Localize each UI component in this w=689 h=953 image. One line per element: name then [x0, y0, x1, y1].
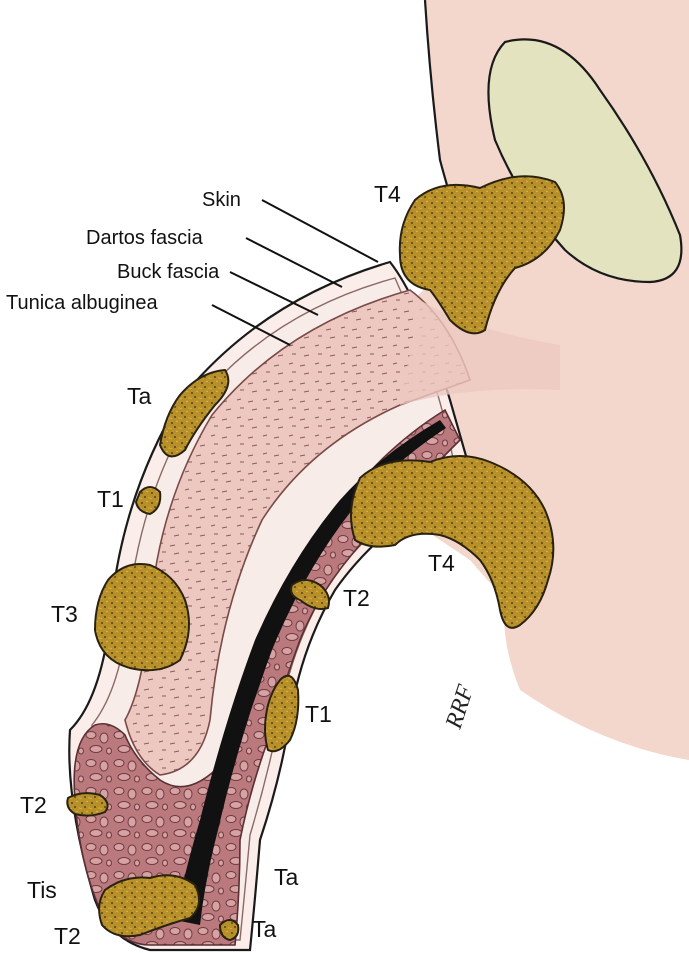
skin-leader — [261, 199, 379, 263]
tumor-t1-lower — [264, 674, 300, 753]
tumor-tip — [98, 874, 200, 938]
pubic-bone — [487, 38, 683, 284]
label-t2-glans: T2 — [20, 792, 47, 818]
buck-leader — [229, 271, 319, 316]
label-tis: Tis — [27, 877, 57, 903]
corpus-cavernosum — [124, 289, 472, 776]
dartos-leader — [245, 237, 343, 288]
tumor-t3 — [93, 563, 190, 672]
label-t2-tip: T2 — [54, 923, 81, 949]
label-ta-upper: Ta — [127, 383, 152, 409]
tunica-leader — [211, 304, 291, 346]
label-ta-meatus: Ta — [274, 864, 299, 890]
label-dartos-fascia: Dartos fascia — [86, 227, 204, 249]
tumor-ta-meatus — [218, 919, 240, 942]
tumor-t4-lower — [350, 455, 555, 629]
tumor-t2-mid — [290, 579, 330, 610]
tumor-t2-glans — [66, 792, 109, 817]
corpus-fill-tint — [400, 300, 560, 405]
label-t2-mid: T2 — [343, 585, 370, 611]
tumor-t1-upper — [134, 486, 162, 516]
label-tunica-albuginea: Tunica albuginea — [6, 292, 158, 314]
label-t3: T3 — [51, 601, 78, 627]
label-skin: Skin — [202, 189, 241, 211]
label-t1-lower: T1 — [305, 701, 332, 727]
label-t1-upper: T1 — [97, 486, 124, 512]
urethra — [175, 420, 446, 925]
tumor-t4-top — [398, 175, 565, 335]
label-t4-top: T4 — [374, 181, 401, 207]
tumor-ta-upper — [158, 368, 230, 458]
label-ta-tip: Ta — [252, 916, 277, 942]
label-buck-fascia: Buck fascia — [117, 261, 220, 283]
artist-signature: RRF — [441, 682, 480, 733]
label-t4-lower: T4 — [428, 550, 455, 576]
